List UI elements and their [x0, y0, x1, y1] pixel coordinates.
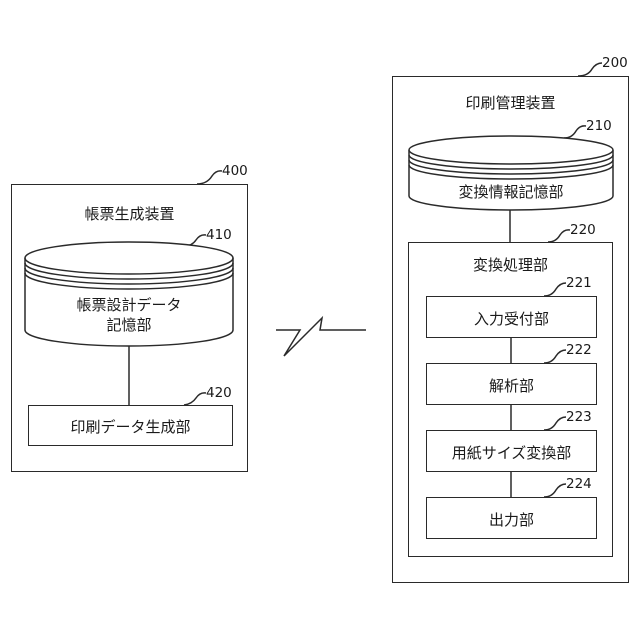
ref-400: 400 [222, 163, 248, 179]
unit-223-label: 用紙サイズ変換部 [426, 442, 597, 463]
ref-221: 221 [566, 275, 592, 291]
ref-210: 210 [586, 118, 612, 134]
ref-220: 220 [570, 222, 596, 238]
leader-400 [197, 171, 222, 184]
db-210-label: 変換情報記憶部 [409, 181, 613, 202]
ref-420: 420 [206, 385, 232, 401]
ref-410: 410 [206, 227, 232, 243]
ref-223: 223 [566, 409, 592, 425]
db-410-label-line1: 帳票設計データ [25, 294, 233, 315]
ref-222: 222 [566, 342, 592, 358]
ref-200: 200 [602, 55, 628, 71]
unit-221-label: 入力受付部 [426, 308, 597, 329]
db-410-label-line2: 記憶部 [25, 314, 233, 335]
unit-224-label: 出力部 [426, 509, 597, 530]
unit-420-label: 印刷データ生成部 [28, 416, 233, 437]
device-200-title: 印刷管理装置 [392, 92, 629, 113]
ref-224: 224 [566, 476, 592, 492]
device-400-title: 帳票生成装置 [11, 203, 248, 224]
unit-222-label: 解析部 [426, 375, 597, 396]
unit-220-title: 変換処理部 [408, 254, 613, 275]
wireless-link-bolt [276, 318, 366, 356]
leader-200 [578, 63, 602, 76]
